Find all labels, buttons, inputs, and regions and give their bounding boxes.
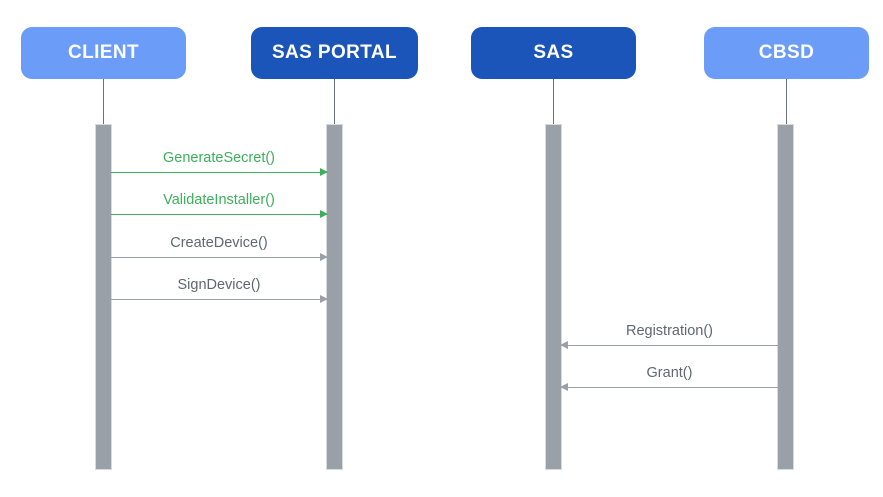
arrow-head-right-icon bbox=[320, 168, 328, 176]
message-label-create-device: CreateDevice() bbox=[170, 235, 268, 251]
lifeline-stem-sas-portal bbox=[334, 79, 335, 124]
lifeline-stem-sas bbox=[553, 79, 554, 124]
actor-label-sas-portal: SAS PORTAL bbox=[271, 42, 398, 63]
message-line-grant bbox=[561, 387, 778, 388]
message-line-create-device bbox=[111, 257, 327, 258]
message-label-validate-installer: ValidateInstaller() bbox=[163, 192, 275, 208]
arrow-head-left-icon bbox=[560, 341, 568, 349]
lifeline-stem-client bbox=[103, 79, 104, 124]
actor-box-cbsd[interactable]: CBSD bbox=[704, 27, 869, 79]
actor-label-client: CLIENT bbox=[67, 42, 139, 63]
arrow-head-right-icon bbox=[320, 253, 328, 261]
actor-box-client[interactable]: CLIENT bbox=[21, 27, 186, 79]
message-label-sign-device: SignDevice() bbox=[177, 277, 261, 293]
actor-label-cbsd: CBSD bbox=[758, 42, 815, 63]
message-line-registration bbox=[561, 345, 778, 346]
message-label-registration: Registration() bbox=[625, 323, 714, 339]
message-label-grant: Grant() bbox=[646, 365, 693, 381]
activation-bar-client bbox=[95, 124, 112, 470]
actor-label-sas: SAS bbox=[533, 42, 574, 63]
message-line-sign-device bbox=[111, 299, 327, 300]
arrow-head-right-icon bbox=[320, 295, 328, 303]
message-line-validate-installer bbox=[111, 214, 327, 215]
activation-bar-cbsd bbox=[777, 124, 794, 470]
arrow-head-right-icon bbox=[320, 210, 328, 218]
message-label-generate-secret: GenerateSecret() bbox=[162, 150, 276, 166]
activation-bar-sas bbox=[545, 124, 562, 470]
actor-box-sas-portal[interactable]: SAS PORTAL bbox=[251, 27, 418, 79]
lifeline-stem-cbsd bbox=[786, 79, 787, 124]
message-line-generate-secret bbox=[111, 172, 327, 173]
activation-bar-sas-portal bbox=[326, 124, 343, 470]
arrow-head-left-icon bbox=[560, 383, 568, 391]
actor-box-sas[interactable]: SAS bbox=[471, 27, 636, 79]
